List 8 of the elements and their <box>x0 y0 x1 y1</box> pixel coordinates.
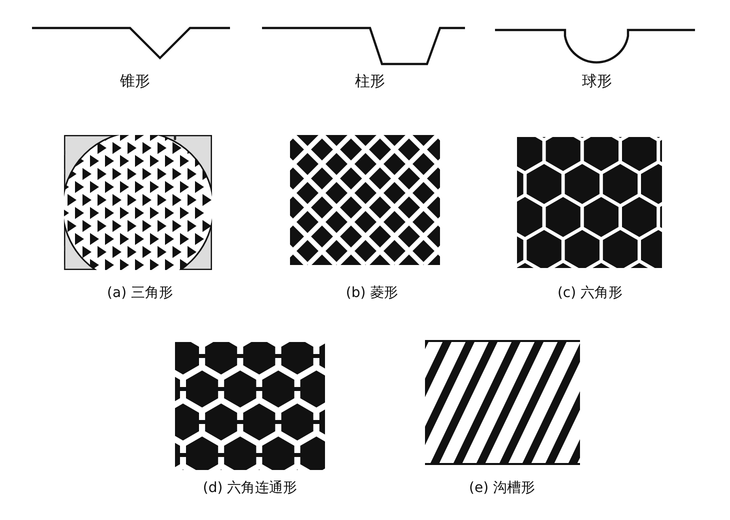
caption-text: 球形 <box>582 72 612 90</box>
caption-text: (d) 六角连通形 <box>202 480 298 497</box>
caption-text: (c) 六角形 <box>557 285 623 302</box>
caption-text: (a) 三角形 <box>107 285 173 302</box>
caption-text: (b) 菱形 <box>346 285 398 302</box>
caption-text: 锥形 <box>120 72 150 90</box>
caption-text: (e) 沟槽形 <box>469 480 535 497</box>
caption-text: 柱形 <box>355 72 385 90</box>
